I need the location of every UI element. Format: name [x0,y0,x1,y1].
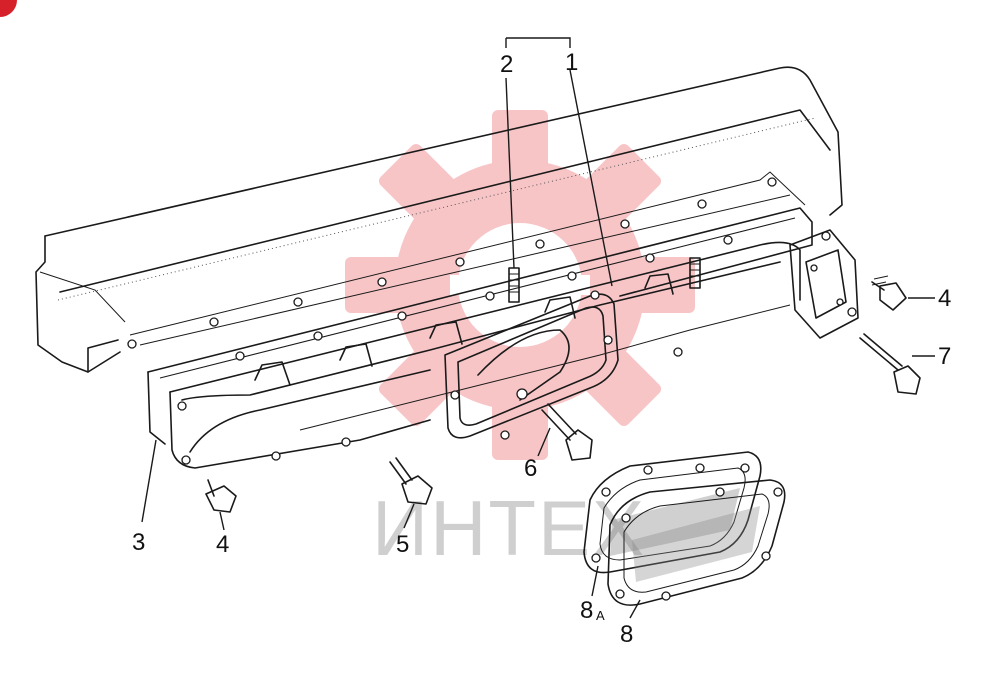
bolt-4-left [205,479,237,513]
turbo-gasket-8 [607,479,786,606]
cylinder-head [35,66,843,373]
callout-8a-number: 8 [580,597,593,624]
stud [689,257,701,289]
leader-lines [141,37,935,619]
bolt-6 [541,403,593,461]
callout-8: 8 [620,621,633,648]
bolt-7 [859,333,921,395]
callout-6: 6 [524,455,537,482]
manifold-gasket-3 [147,207,813,445]
callout-2: 2 [500,51,513,78]
callout-8a-suffix: A [596,608,605,623]
callout-3: 3 [132,529,145,556]
watermark-text: ИНТЕХ [372,484,646,572]
turbo-flange [444,290,619,440]
bolt-4-right [871,275,907,311]
callout-5: 5 [396,531,409,558]
callout-4-left: 4 [216,531,229,558]
callout-1: 1 [565,49,578,76]
end-flange [789,229,859,339]
callout-7: 7 [938,343,951,370]
bolt-5 [389,457,433,505]
turbo-gasket-8a [583,451,762,574]
corner-badge [0,0,17,17]
callout-4-right: 4 [938,285,951,312]
watermark-gear-logo [345,110,695,460]
exhaust-manifold [127,177,801,469]
